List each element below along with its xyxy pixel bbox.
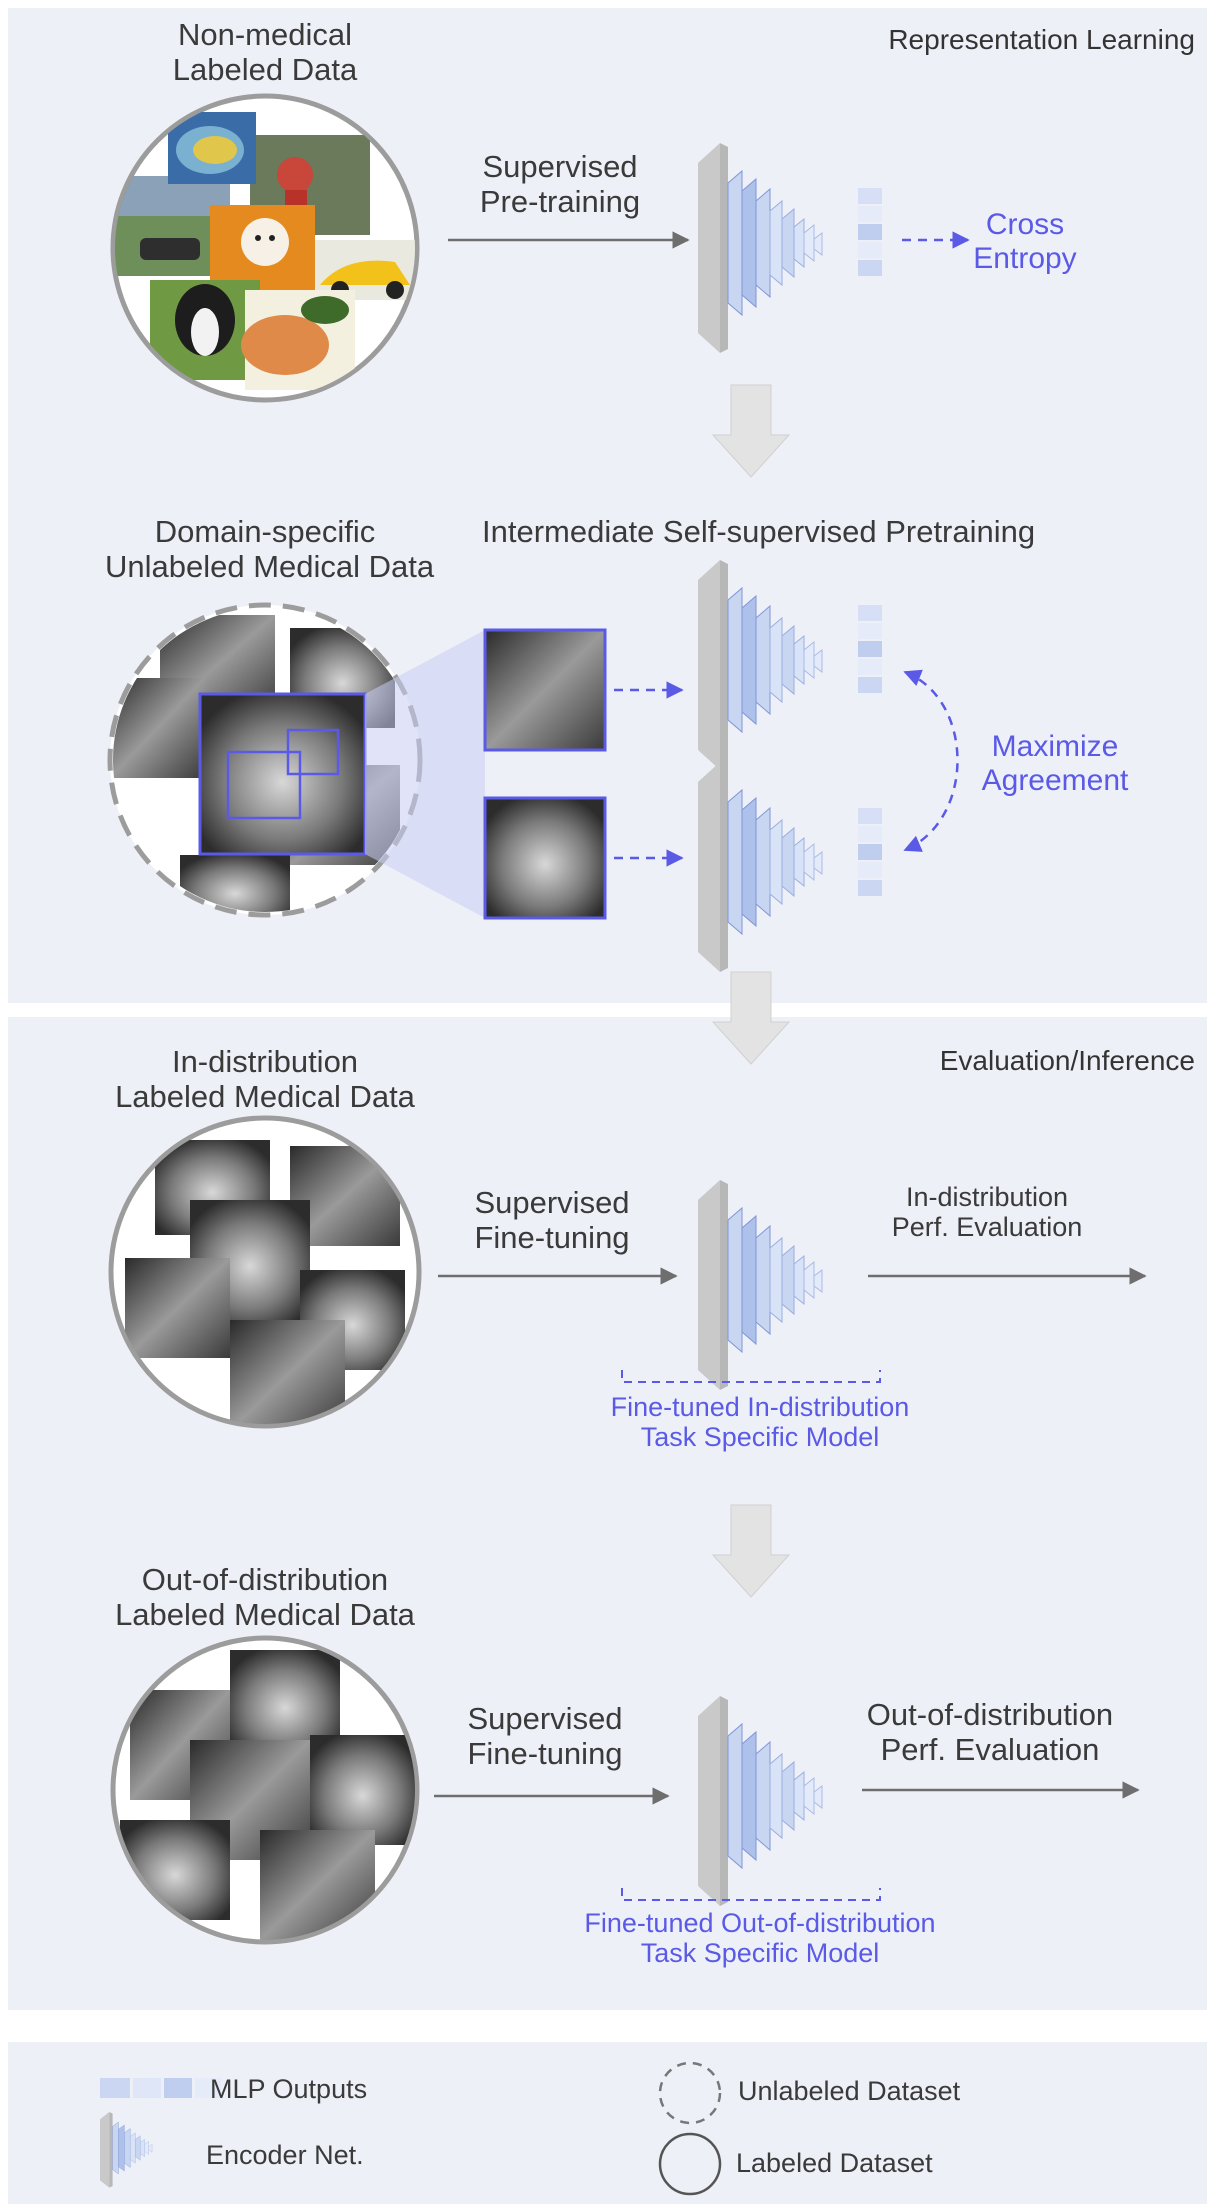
legend-labeled-icon bbox=[658, 2132, 722, 2196]
stage4-model-label: Fine-tuned Out-of-distribution Task Spec… bbox=[584, 1908, 936, 1969]
section-label-evaluation: Evaluation/Inference bbox=[939, 1045, 1195, 1076]
stage4-arrow-label: Supervised Fine-tuning bbox=[467, 1701, 623, 1771]
legend-unlabeled-icon bbox=[658, 2061, 722, 2125]
stage4-data-title: Out-of-distribution Labeled Medical Data bbox=[115, 1562, 415, 1632]
stage2-heading: Intermediate Self-supervised Pretraining bbox=[482, 514, 1036, 549]
objective-label: Maximize Agreement bbox=[981, 730, 1129, 797]
legend-encoder-icon bbox=[99, 2111, 153, 2188]
legend-labeled-label: Labeled Dataset bbox=[736, 2148, 933, 2178]
legend-encoder-label: Encoder Net. bbox=[206, 2140, 364, 2170]
augmented-crop-2 bbox=[483, 796, 607, 920]
legend-mlp-icon bbox=[100, 2078, 221, 2098]
legend-panel bbox=[8, 2042, 1207, 2204]
stage3-arrow-label: Supervised Fine-tuning bbox=[474, 1185, 630, 1255]
stage1-arrow-label: Supervised Pre-training bbox=[479, 149, 641, 219]
stage3-data-title: In-distribution Labeled Medical Data bbox=[115, 1044, 415, 1114]
stage3-model-label: Fine-tuned In-distribution Task Specific… bbox=[610, 1392, 910, 1453]
stage3-eval-label: In-distribution Perf. Evaluation bbox=[891, 1182, 1083, 1243]
stage2-data-title: Domain-specific Unlabeled Medical Data bbox=[105, 514, 435, 584]
natural-image-collage bbox=[115, 112, 415, 390]
stage1-data-title: Non-medical Labeled Data bbox=[172, 17, 358, 87]
stage4-eval-label: Out-of-distribution Perf. Evaluation bbox=[866, 1697, 1114, 1767]
augmented-crop-1 bbox=[483, 628, 607, 752]
legend-unlabeled-label: Unlabeled Dataset bbox=[738, 2076, 961, 2106]
loss-label: Cross Entropy bbox=[973, 208, 1077, 275]
in-distribution-xray-collage bbox=[125, 1140, 405, 1424]
section-label-representation: Representation Learning bbox=[888, 24, 1195, 55]
legend-mlp-label: MLP Outputs bbox=[210, 2074, 368, 2104]
